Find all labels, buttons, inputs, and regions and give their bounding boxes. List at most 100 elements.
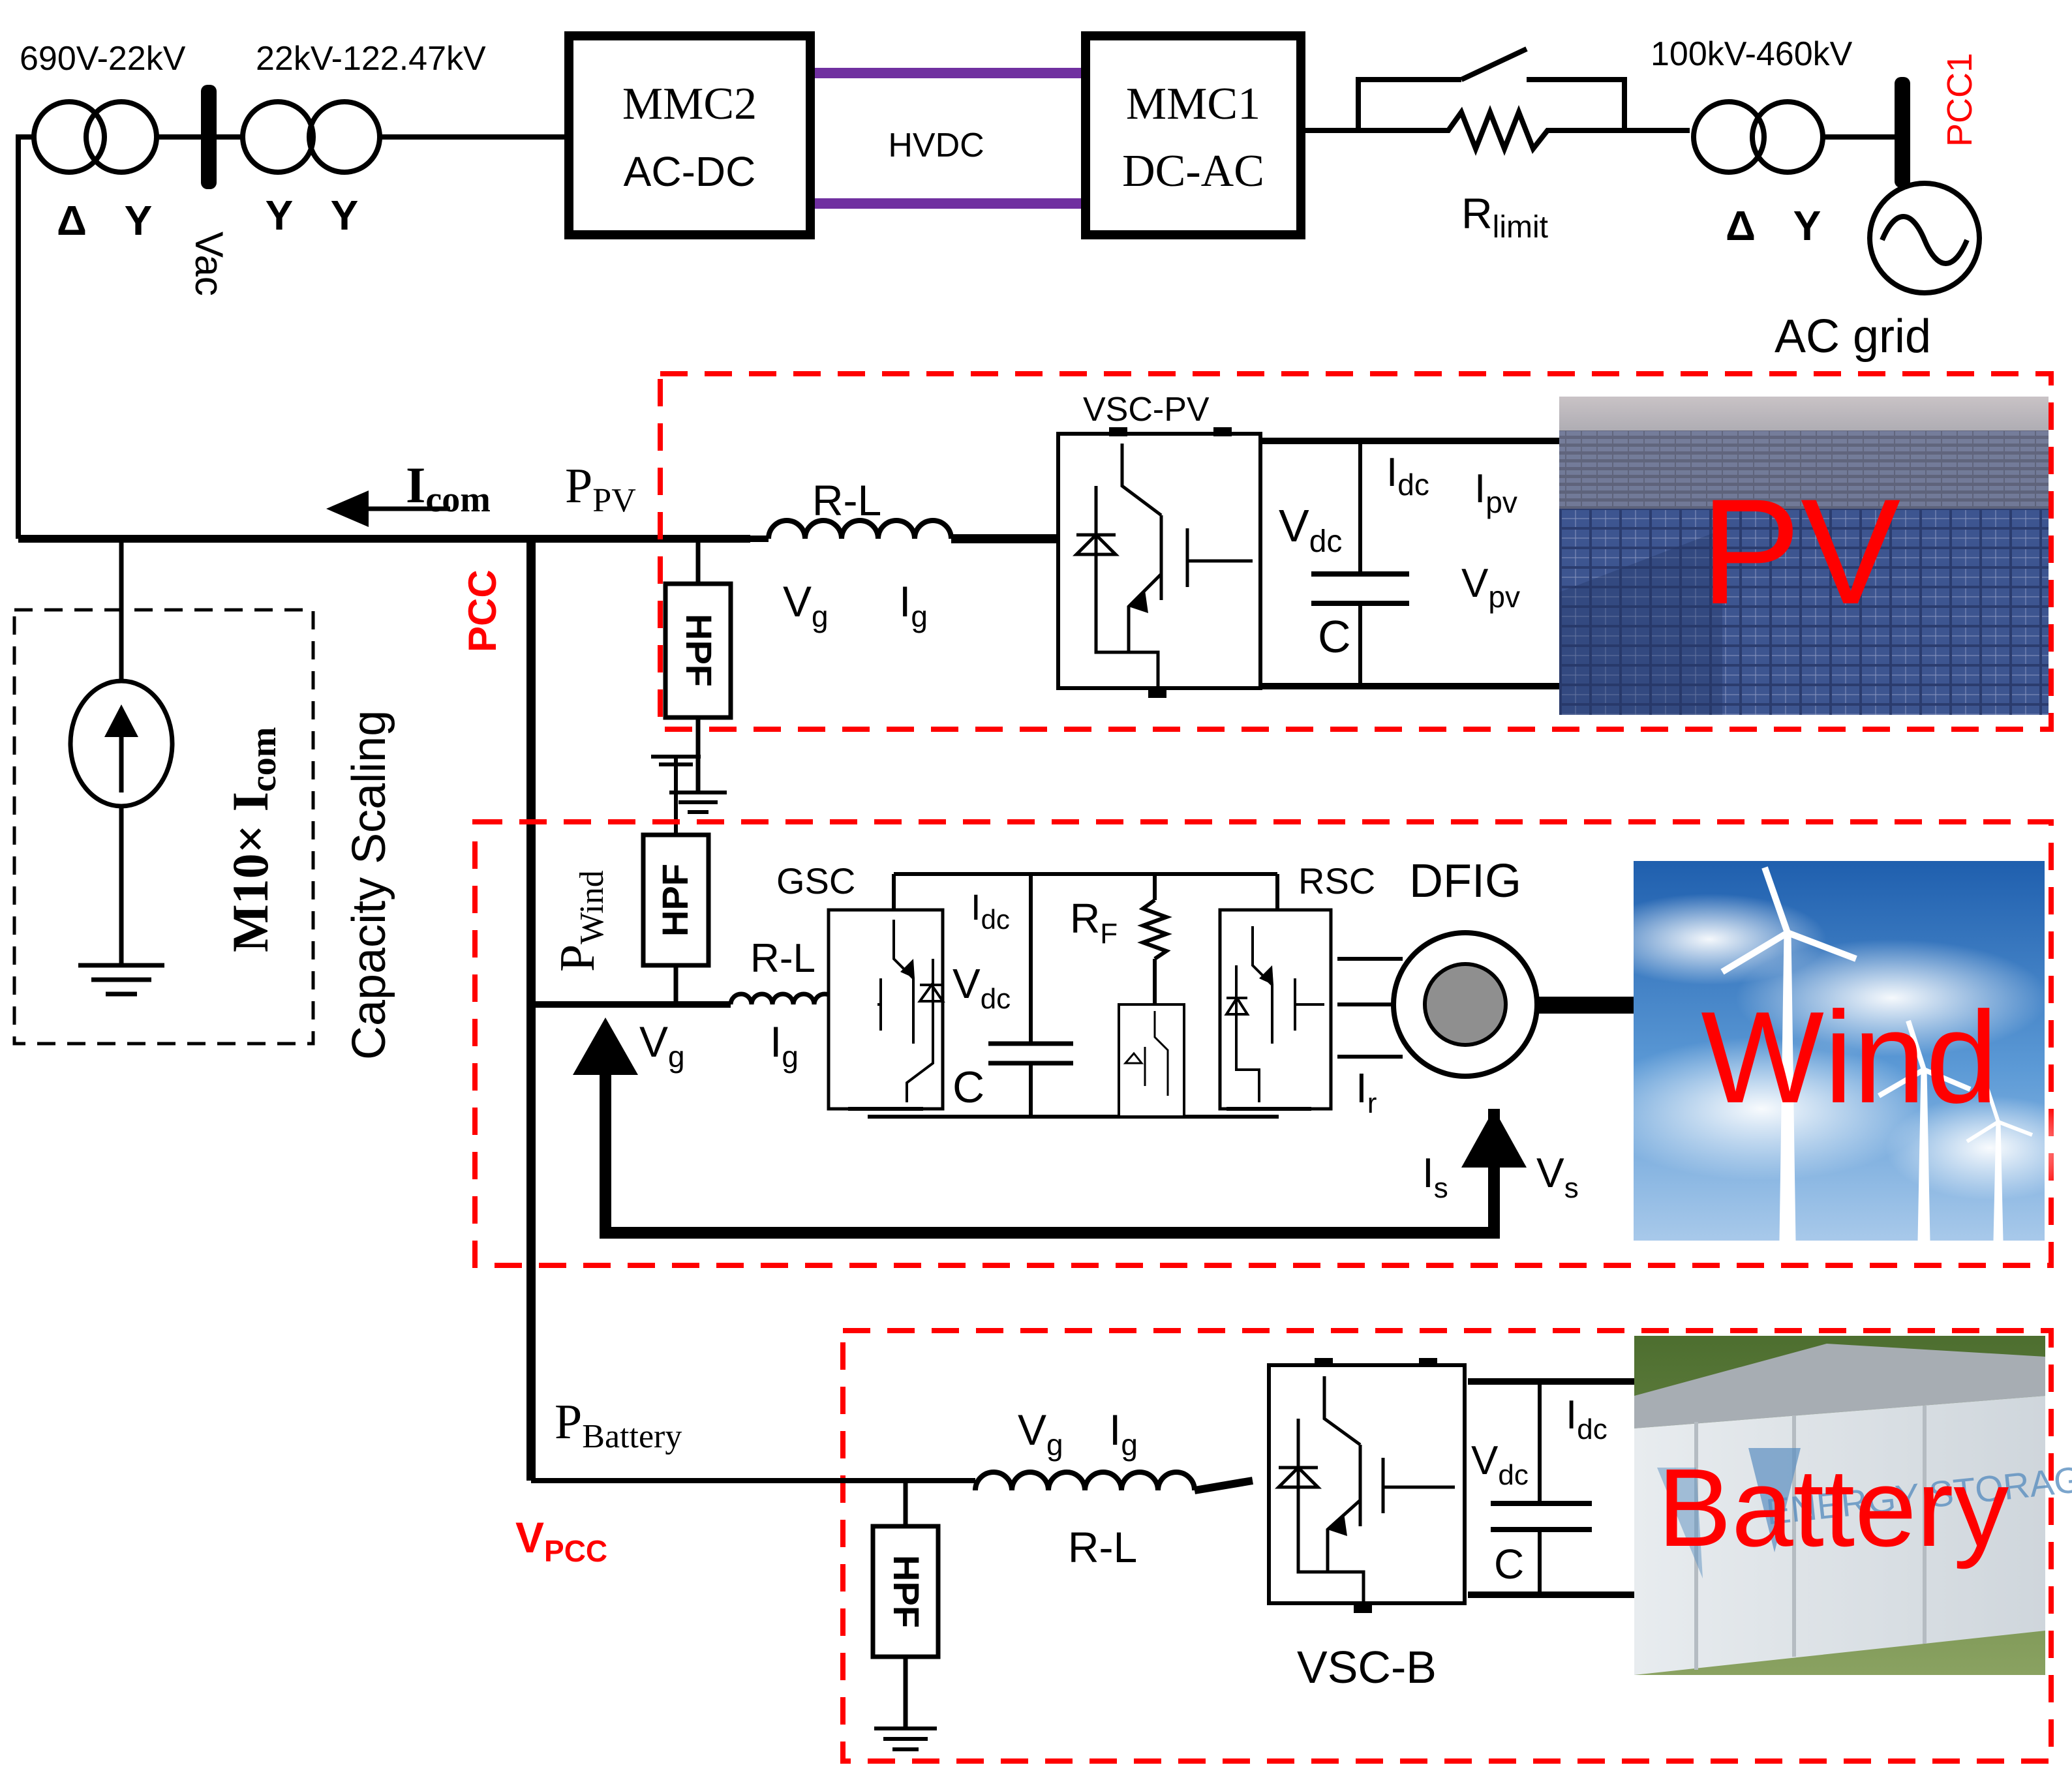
icom-label: Icom	[406, 457, 491, 520]
wind-chopper-igbt	[1118, 1003, 1185, 1118]
battery-rl-inductor	[973, 1470, 1197, 1491]
battery-idc-label: Idc	[1566, 1393, 1607, 1445]
pcc1-bus-bar	[1895, 77, 1910, 188]
pv-rl-label: R-L	[812, 476, 881, 524]
wind-vs-label: Vs	[1536, 1149, 1579, 1204]
wind-rf-resistor	[1137, 898, 1172, 961]
battery-hpf-label: HPF	[886, 1555, 927, 1628]
pcc-label: PCC	[461, 569, 504, 652]
pv-ipv-label: Ipv	[1474, 466, 1517, 519]
tx3-winding-right: Y	[1793, 202, 1821, 249]
pv-zone-border	[658, 371, 2054, 732]
tx1-rating: 690V-22kV	[20, 40, 186, 78]
tx3-rating: 100kV-460kV	[1651, 35, 1853, 73]
wind-ig-label: Ig	[770, 1018, 799, 1074]
pv-vsc-label: VSC-PV	[1083, 391, 1210, 429]
battery-title: Battery	[1658, 1446, 2009, 1570]
tx1-winding-left: Δ	[57, 197, 87, 244]
pv-vg-label: Vg	[783, 577, 829, 633]
wind-power-label: PWind	[550, 870, 611, 972]
battery-vg-label: Vg	[1018, 1406, 1063, 1462]
battery-rl-label: R-L	[1068, 1523, 1137, 1571]
tx1-winding-right: Y	[125, 197, 153, 244]
wind-idc-label: Idc	[971, 886, 1010, 935]
pv-section: PPV R-L Vg Ig HPF	[565, 371, 2054, 832]
stator-arrow-head-left	[573, 1018, 638, 1075]
hvdc-chain: 690V-22kV Δ Y Vac 22kV-122.47kV Y Y MMC2…	[16, 31, 1982, 539]
pv-idc-label: Idc	[1386, 450, 1429, 502]
pv-hpf-label: HPF	[678, 614, 720, 687]
pcc1-label: PCC1	[1940, 53, 1979, 147]
wind-rf-label: RF	[1070, 895, 1118, 950]
pv-vdc-label: Vdc	[1279, 500, 1342, 559]
hvdc-label: HVDC	[888, 127, 984, 164]
pv-ground-symbol-2	[651, 755, 701, 766]
pv-title: PV	[1701, 468, 1901, 635]
wind-rl-inductor	[728, 991, 838, 1005]
battery-inductor-to-vsc	[1194, 1477, 1253, 1494]
transformer-100kv-460kv	[1691, 99, 1825, 175]
battery-ig-label: Ig	[1109, 1406, 1138, 1462]
pv-ground-symbol	[669, 791, 727, 814]
pv-hpf-box	[663, 581, 733, 720]
icom-arrow-head	[326, 490, 369, 527]
battery-vsc-igbt	[1267, 1358, 1467, 1613]
pv-power-label: PPV	[565, 459, 636, 519]
capacity-scaling-block: M10× Icom Capacity Scaling	[12, 539, 395, 1060]
pv-vsc-igbt	[1056, 427, 1262, 698]
battery-section: PBattery HPF Vg Ig R-L	[531, 1328, 2072, 1764]
wind-title: Wind	[1701, 985, 1998, 1130]
ground-symbol	[78, 963, 164, 997]
wind-vg-label: Vg	[639, 1018, 685, 1074]
wind-ir-label: Ir	[1356, 1064, 1377, 1119]
stator-arrow-head-right	[1461, 1109, 1527, 1168]
wind-hpf-box	[641, 832, 711, 968]
rlimit-label: Rlimit	[1461, 189, 1548, 245]
battery-vsc-label: VSC-B	[1297, 1642, 1437, 1693]
stator-feedback-wire	[600, 1070, 1500, 1239]
current-source-arrow-head	[104, 704, 138, 737]
battery-vdc-label: Vdc	[1471, 1438, 1529, 1491]
scaling-factor-label: M10× Icom	[222, 727, 284, 952]
mmc2-name: MMC2	[622, 79, 757, 129]
wind-rl-label: R-L	[750, 936, 815, 981]
dfig-label: DFIG	[1409, 855, 1521, 907]
vac-bus-bar	[201, 85, 217, 189]
battery-power-label: PBattery	[555, 1395, 682, 1455]
pv-vpv-label: Vpv	[1461, 561, 1520, 614]
wind-cap-label: C	[952, 1063, 984, 1112]
wind-zone-border	[472, 819, 2054, 1268]
pv-rl-inductor	[766, 518, 954, 539]
ac-grid-label: AC grid	[1775, 310, 1931, 363]
tx2-winding-left: Y	[266, 192, 294, 239]
vpcc-label: VPCC	[515, 1513, 607, 1568]
dfig-machine	[1391, 930, 1635, 1079]
tx2-winding-right: Y	[331, 192, 359, 239]
capacity-scaling-label: Capacity Scaling	[343, 710, 395, 1060]
battery-cap-label: C	[1494, 1541, 1524, 1588]
mmc2-type: AC-DC	[624, 148, 756, 195]
main-ac-bus: Icom PCC VPCC	[18, 457, 750, 1568]
ac-grid-source	[1867, 181, 1982, 295]
mmc1-box	[1081, 31, 1305, 239]
capacity-scaling-dashed-box	[12, 608, 315, 1046]
wind-vdc-label: Vdc	[952, 960, 1011, 1015]
pv-cap-label: C	[1318, 611, 1351, 662]
vac-label: Vac	[187, 232, 231, 296]
wind-section: PWind HPF R-L Vg Ig GSC	[472, 819, 2072, 1268]
wind-rsc-label: RSC	[1298, 860, 1375, 901]
pv-ig-label: Ig	[899, 577, 928, 633]
wind-gsc-label: GSC	[776, 860, 855, 901]
transformer-690v-22kv	[31, 99, 159, 175]
wind-rsc-igbt	[1218, 874, 1333, 1111]
battery-container-image	[1634, 1336, 2045, 1675]
wind-gsc-igbt	[827, 874, 945, 1111]
wind-is-label: Is	[1422, 1149, 1448, 1204]
left-feeder-wire	[16, 134, 37, 539]
battery-ground-symbol	[874, 1727, 937, 1751]
wind-hpf-label: HPF	[654, 864, 695, 937]
tx2-rating: 22kV-122.47kV	[256, 40, 486, 78]
transformer-22kv-122kv	[240, 99, 382, 175]
mmc1-name: MMC1	[1126, 79, 1260, 129]
